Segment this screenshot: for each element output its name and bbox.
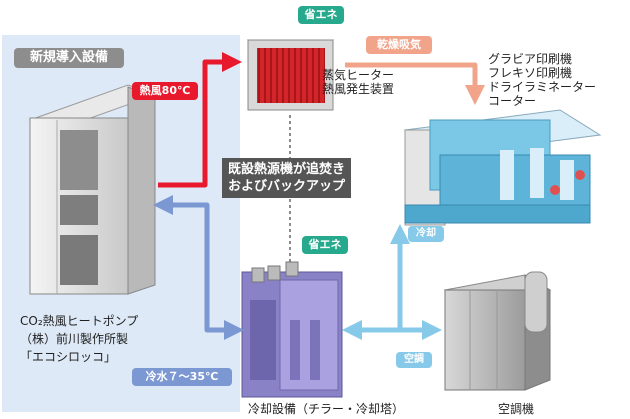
energy-saving-badge-bottom: 省エネ	[302, 236, 348, 254]
printing-line4: コーター	[488, 94, 537, 108]
heat-pump-caption: CO₂熱風ヒートポンプ （株）前川製作所製 「エコシロッコ」	[20, 312, 138, 366]
aircon-caption: 空調機	[498, 402, 535, 416]
heat-pump-line1: CO₂熱風ヒートポンプ	[20, 314, 139, 328]
printing-line3: ドライラミネーター	[488, 80, 597, 94]
new-equipment-title: 新規導入設備	[14, 48, 124, 68]
backup-box: 既設熱源機が追焚き およびバックアップ	[222, 158, 352, 198]
hot-air-label: 熱風80℃	[132, 82, 198, 100]
steam-heater-line2: 熱風発生装置	[322, 82, 395, 96]
steam-heater-line1: 蒸気ヒーター	[322, 68, 395, 82]
backup-line1: 既設熱源機が追焚き	[228, 162, 346, 177]
printing-line1: グラビア印刷機	[488, 52, 573, 66]
drying-label: 乾燥吸気	[366, 36, 432, 54]
heat-pump-line3: 「エコシロッコ」	[20, 350, 117, 364]
energy-saving-badge-top: 省エネ	[298, 6, 344, 24]
heat-pump-line2: （株）前川製作所製	[20, 332, 129, 346]
printing-line2: フレキソ印刷機	[488, 66, 573, 80]
steam-heater-caption: 蒸気ヒーター 熱風発生装置	[322, 68, 394, 96]
backup-line2: およびバックアップ	[228, 179, 346, 194]
printing-caption: グラビア印刷機 フレキソ印刷機 ドライラミネーター コーター	[488, 52, 596, 108]
heat-pump-unit	[28, 84, 157, 295]
air-conditioner-unit	[443, 271, 552, 391]
cooling-label: 冷却	[408, 226, 444, 242]
chiller-unit	[241, 261, 343, 398]
printing-machine	[403, 109, 602, 226]
steam-heater-unit	[246, 39, 335, 111]
chiller-caption: 冷却設備（チラー・冷却塔）	[248, 402, 405, 416]
cold-water-label: 冷水７〜35℃	[132, 368, 232, 386]
aircon-label: 空調	[396, 352, 432, 368]
